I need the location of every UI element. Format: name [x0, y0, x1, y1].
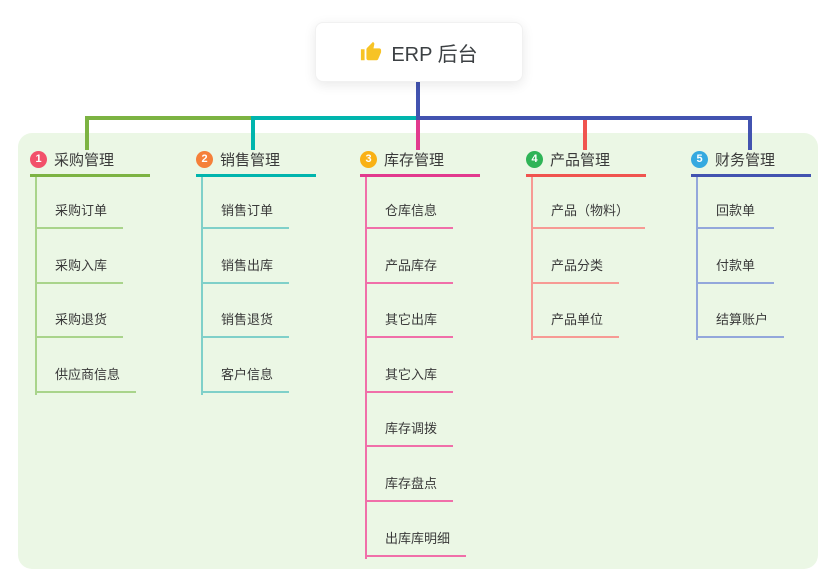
branch-title-label: 财务管理 — [715, 152, 776, 169]
sub-item[interactable]: 供应商信息 — [35, 363, 137, 393]
bus-segment-left — [85, 116, 255, 120]
branch-number-badge: 4 — [526, 151, 543, 168]
branch-drop-line — [251, 118, 255, 150]
branch-number-badge: 2 — [196, 151, 213, 168]
sub-item[interactable]: 产品单位 — [531, 308, 620, 338]
branch-number-badge: 1 — [30, 151, 47, 168]
branch-title-4[interactable]: 4 产品管理 — [526, 149, 646, 177]
branch-title-1[interactable]: 1 采购管理 — [30, 149, 150, 177]
branch-sub-connector-line — [201, 177, 203, 395]
branch-drop-line — [416, 118, 420, 150]
sub-item[interactable]: 产品（物料） — [531, 199, 646, 229]
branch-drop-line — [85, 118, 89, 150]
branches-panel — [18, 133, 818, 569]
branch-number-badge: 5 — [691, 151, 708, 168]
sub-item[interactable]: 销售退货 — [201, 308, 290, 338]
sub-item[interactable]: 出库库明细 — [365, 527, 467, 557]
sub-item[interactable]: 仓库信息 — [365, 199, 454, 229]
sub-item[interactable]: 销售订单 — [201, 199, 290, 229]
bus-segment-mid — [251, 116, 420, 120]
sub-item[interactable]: 库存调拨 — [365, 417, 454, 447]
sub-item[interactable]: 产品分类 — [531, 254, 620, 284]
branch-sub-connector-line — [696, 177, 698, 340]
sub-item[interactable]: 回款单 — [696, 199, 774, 229]
sub-item[interactable]: 其它入库 — [365, 363, 454, 393]
branch-title-3[interactable]: 3 库存管理 — [360, 149, 480, 177]
branch-drop-line — [748, 118, 752, 150]
sub-item[interactable]: 采购退货 — [35, 308, 124, 338]
sub-item[interactable]: 采购订单 — [35, 199, 124, 229]
branch-title-2[interactable]: 2 销售管理 — [196, 149, 316, 177]
bus-segment-right — [416, 116, 752, 120]
sub-item[interactable]: 销售出库 — [201, 254, 290, 284]
branch-sub-connector-line — [365, 177, 367, 559]
root-node[interactable]: ERP 后台 — [315, 22, 523, 82]
branch-title-5[interactable]: 5 财务管理 — [691, 149, 811, 177]
branch-title-label: 库存管理 — [384, 152, 445, 169]
branch-sub-connector-line — [35, 177, 37, 395]
sub-item[interactable]: 库存盘点 — [365, 472, 454, 502]
sub-item[interactable]: 付款单 — [696, 254, 774, 284]
root-title: ERP 后台 — [391, 43, 478, 66]
branch-title-label: 产品管理 — [550, 152, 611, 169]
sub-item[interactable]: 产品库存 — [365, 254, 454, 284]
branch-title-label: 采购管理 — [54, 152, 115, 169]
branch-number-badge: 3 — [360, 151, 377, 168]
sub-item[interactable]: 其它出库 — [365, 308, 454, 338]
root-stem-line — [416, 82, 420, 120]
branch-sub-connector-line — [531, 177, 533, 340]
sub-item[interactable]: 结算账户 — [696, 308, 785, 338]
branch-drop-line — [583, 118, 587, 150]
sub-item[interactable]: 采购入库 — [35, 254, 124, 284]
branch-title-label: 销售管理 — [220, 152, 281, 169]
sub-item[interactable]: 客户信息 — [201, 363, 290, 393]
thumbs-up-icon — [360, 41, 382, 63]
